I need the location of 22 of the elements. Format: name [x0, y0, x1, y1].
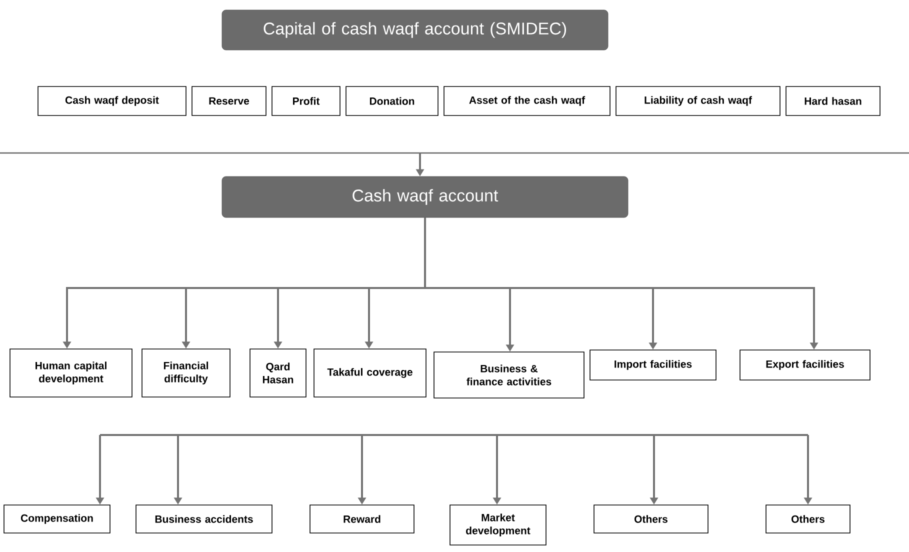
category-box: Hard hasan	[786, 86, 880, 116]
category-box: Qard Hasan	[250, 348, 306, 398]
category-box: Donation	[346, 86, 438, 116]
category-box: Profit	[272, 86, 340, 116]
category-box: Import facilities	[590, 350, 716, 380]
category-box: Export facilities	[740, 350, 870, 380]
category-box: Reward	[310, 504, 414, 534]
category-box: Financial difficulty	[142, 348, 230, 398]
category-box: Cash waqf deposit	[38, 86, 186, 116]
category-box: Reserve	[192, 86, 266, 116]
category-box: Market development	[450, 504, 546, 546]
category-box: Human capital development	[10, 348, 132, 398]
category-box: Asset of the cash waqf	[444, 86, 610, 116]
category-box: Compensation	[4, 504, 110, 534]
category-box: Liability of cash waqf	[616, 86, 780, 116]
category-box: Business accidents	[136, 504, 272, 534]
category-box: Others	[766, 504, 850, 534]
category-box: Others	[594, 504, 708, 534]
title-box: Cash waqf account	[222, 176, 628, 218]
category-box: Business & finance activities	[434, 352, 584, 398]
title-box: Capital of cash waqf account (SMIDEC)	[222, 10, 608, 50]
category-box: Takaful coverage	[314, 348, 426, 398]
